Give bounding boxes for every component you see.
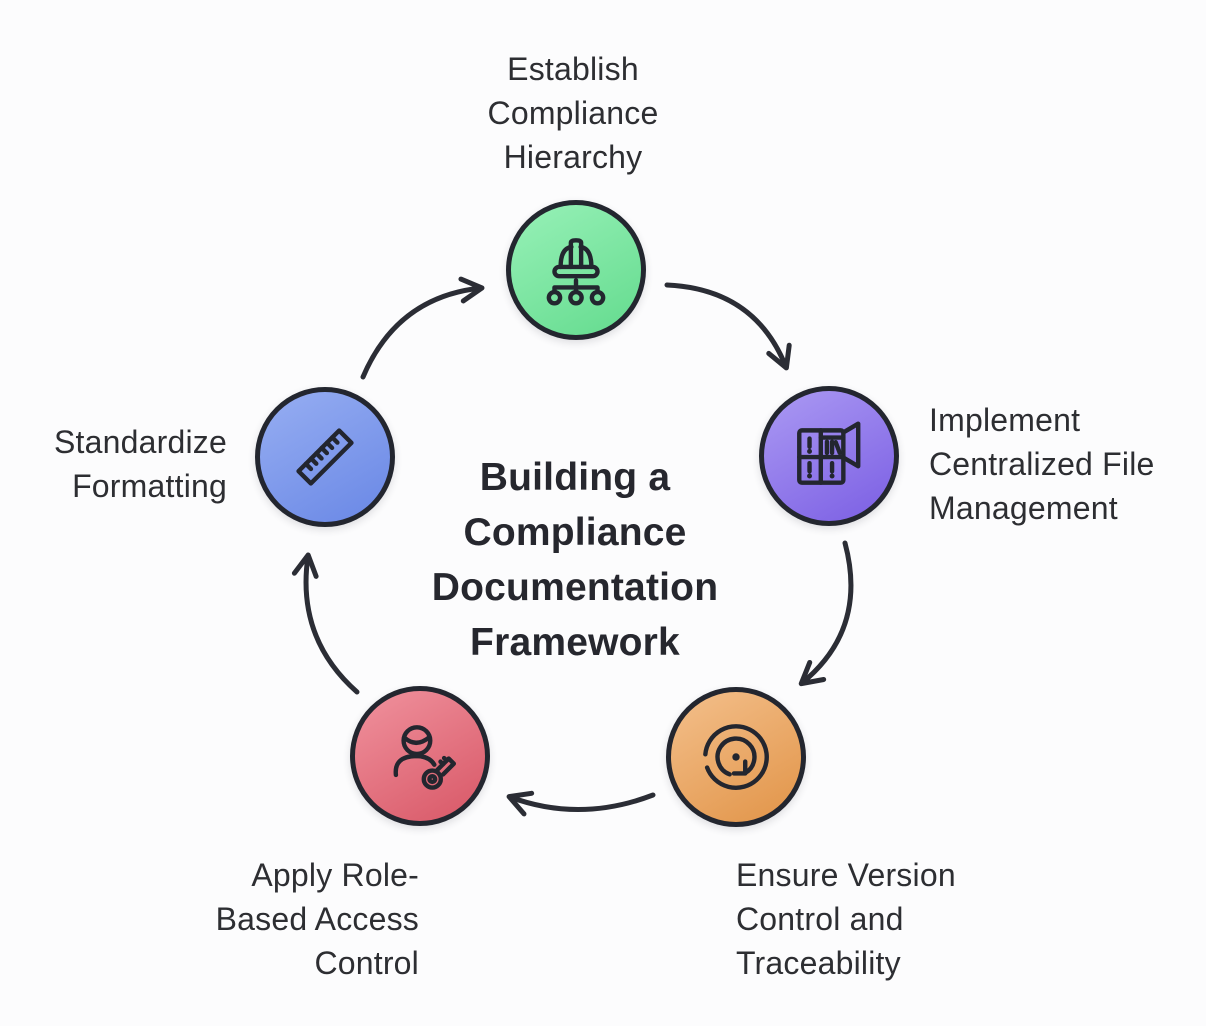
node-standardize-formatting <box>255 387 395 527</box>
node-label-ensure-version-control-and-traceability: Ensure Version Control and Traceability <box>736 857 956 981</box>
node-establish-compliance-hierarchy <box>506 200 646 340</box>
arrow-version-to-access <box>506 790 656 817</box>
node-label-implement-centralized-file-management: Implement Centralized File Management <box>929 402 1155 526</box>
diagram-title: Building a Compliance Documentation Fram… <box>431 456 719 664</box>
arrow-establish-to-implement <box>664 282 792 371</box>
node-apply-role-based-access-control <box>350 686 490 826</box>
node-implement-centralized-file-management <box>759 386 899 526</box>
node-ensure-version-control-and-traceability <box>666 687 806 827</box>
node-label-apply-role-based-access-control: Apply Role- Based Access Control <box>215 857 419 981</box>
hard-hat-hierarchy-icon <box>546 238 606 306</box>
node-label-establish-compliance-hierarchy: Establish Compliance Hierarchy <box>487 51 659 175</box>
arrow-implement-to-version <box>798 540 854 687</box>
version-cycle-icon <box>703 724 769 790</box>
arrow-standardize-to-establish <box>360 276 485 380</box>
ruler-icon <box>296 428 354 486</box>
node-label-standardize-formatting: Standardize Formatting <box>54 424 227 504</box>
file-cabinet-icon <box>797 421 861 485</box>
user-key-icon <box>393 725 457 790</box>
arrow-access-to-standardize <box>291 552 360 695</box>
